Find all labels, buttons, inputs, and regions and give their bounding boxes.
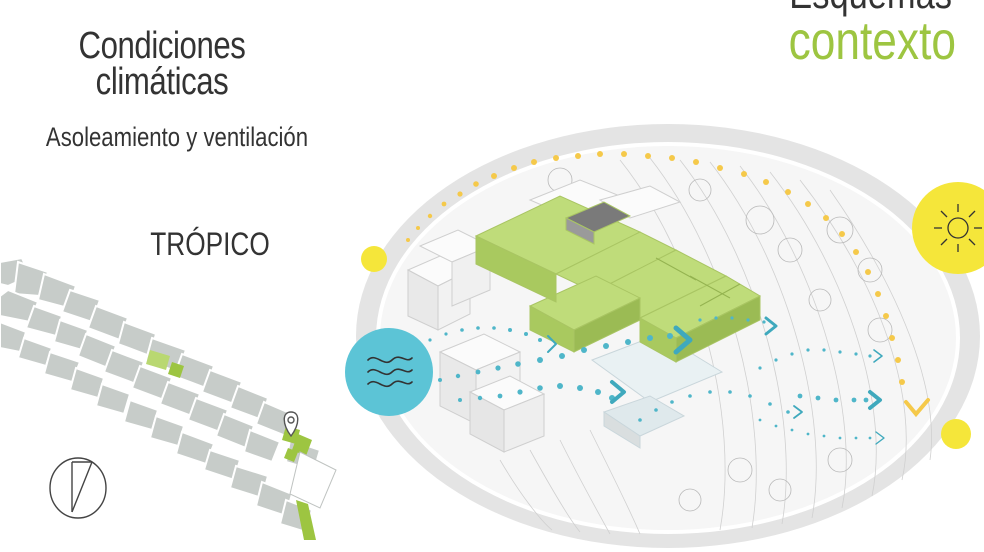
sun-path-arrow [904, 398, 930, 418]
sun-icon [912, 182, 984, 274]
vegetation [547, 167, 893, 512]
region-label: TRÓPICO [150, 226, 270, 262]
sun-path [406, 151, 905, 385]
location-pin-icon [283, 411, 299, 438]
wind-arrows [547, 316, 885, 445]
sun-markers [361, 246, 971, 449]
page-title: Condiciones climáticas [78, 25, 246, 103]
page-subtitle: Asoleamiento y ventilación [45, 122, 309, 152]
north-arrow-icon [49, 457, 107, 519]
corner-title-bottom: contexto [788, 11, 956, 71]
school-building [474, 195, 762, 363]
corner-title-top: Esquemas [772, 0, 952, 18]
wind-flows [428, 316, 872, 440]
city-map [0, 256, 322, 534]
neighbour-buildings [406, 179, 682, 453]
wind-waves-icon [345, 328, 433, 416]
city-map-block-outline [289, 451, 337, 509]
courtyard-pool [590, 333, 724, 449]
